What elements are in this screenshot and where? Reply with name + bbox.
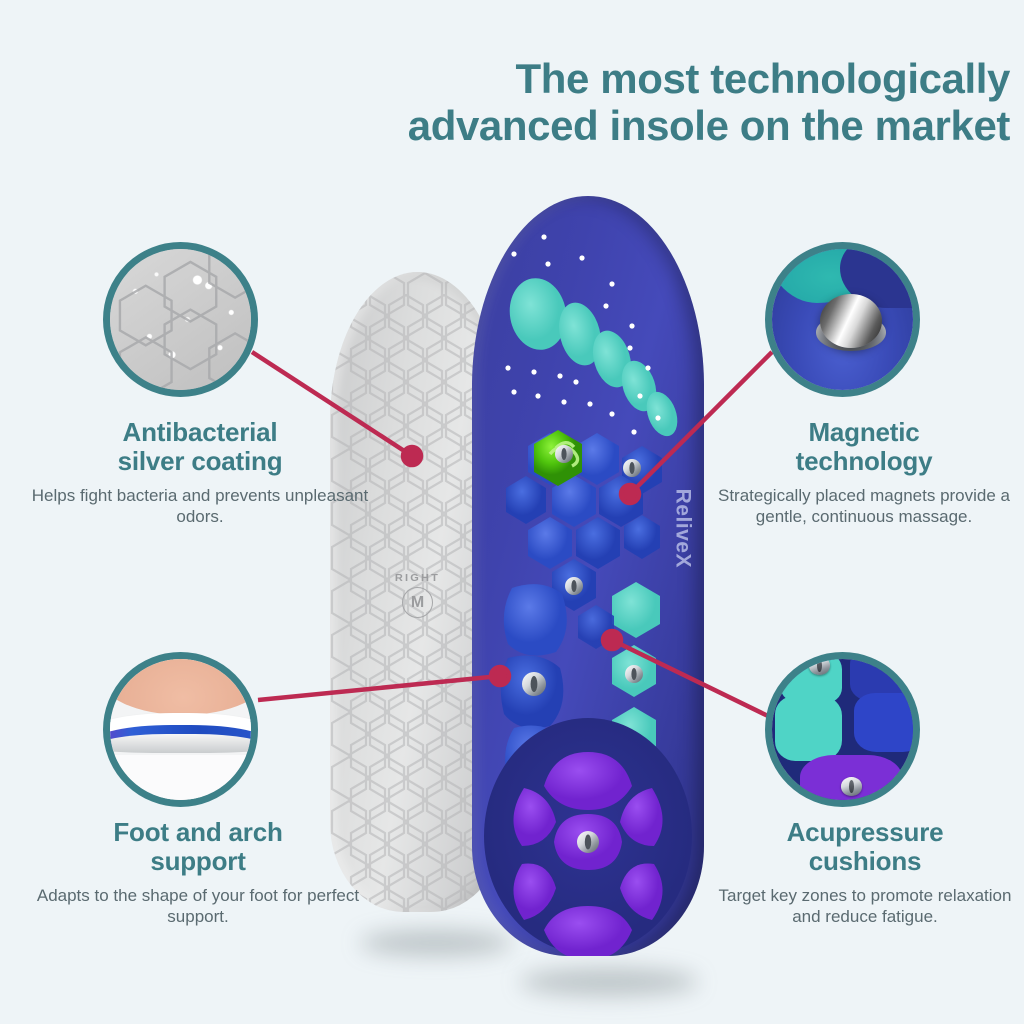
page-title-line1: The most technologically bbox=[515, 55, 1011, 102]
feature-magnetic: Magnetic technology Strategically placed… bbox=[714, 417, 1014, 528]
connector-acupressure bbox=[611, 637, 769, 719]
connector-antibacterial bbox=[250, 350, 414, 458]
feature-acupressure: Acupressure cushions Target key zones to… bbox=[710, 817, 1020, 928]
gray-insole-shadow bbox=[360, 930, 512, 956]
feature-magnetic-title: Magnetic technology bbox=[714, 417, 1014, 477]
connector-endpoint-antibacterial bbox=[400, 444, 424, 468]
page-title: The most technologically advanced insole… bbox=[300, 55, 1011, 150]
feature-magnetic-description: Strategically placed magnets provide a g… bbox=[718, 485, 1010, 527]
feature-acupressure-description: Target key zones to promote relaxation a… bbox=[718, 885, 1012, 927]
acupressure-cushion-pads-icon bbox=[772, 659, 913, 800]
magnet-stud-icon-3 bbox=[896, 664, 913, 682]
feature-acupressure-title-line1: Acupressure bbox=[786, 817, 944, 847]
page-title-line2: advanced insole on the market bbox=[407, 102, 1011, 150]
feature-antibacterial-title-line1: Antibacterial bbox=[122, 417, 278, 447]
feature-arch-description: Adapts to the shape of your foot for per… bbox=[36, 885, 360, 927]
feature-arch-title-line1: Foot and arch bbox=[113, 817, 283, 847]
feature-antibacterial-title: Antibacterial silver coating bbox=[30, 417, 370, 477]
hex-outline-icon bbox=[118, 249, 251, 390]
arch-base-surface bbox=[110, 754, 251, 800]
connector-endpoint-magnetic bbox=[618, 482, 642, 506]
insole-pads-illustration bbox=[484, 234, 692, 956]
callout-antibacterial[interactable] bbox=[103, 242, 258, 397]
foot-skin bbox=[110, 659, 251, 716]
magnet-studs bbox=[522, 445, 643, 853]
feature-antibacterial: Antibacterial silver coating Helps fight… bbox=[30, 417, 370, 528]
chrome-magnet-ball-icon bbox=[772, 249, 913, 390]
callout-acupressure[interactable] bbox=[765, 652, 920, 807]
feature-antibacterial-description: Helps fight bacteria and prevents unplea… bbox=[31, 485, 369, 527]
callout-arch-support[interactable] bbox=[103, 652, 258, 807]
connector-magnetic bbox=[628, 350, 774, 496]
feature-arch-support: Foot and arch support Adapts to the shap… bbox=[28, 817, 368, 928]
magnet-stud-icon bbox=[808, 659, 830, 675]
silver-hexagon-coating-icon bbox=[110, 249, 251, 390]
foot-arch-cross-section-icon bbox=[110, 659, 251, 800]
blue-insole-top-view: ReliveX bbox=[472, 196, 704, 956]
connector-arch bbox=[257, 673, 501, 703]
feature-magnetic-title-line2: technology bbox=[795, 446, 933, 477]
connector-endpoint-acupressure bbox=[600, 628, 624, 652]
connector-endpoint-arch bbox=[488, 664, 512, 688]
gray-insole-size-label: RIGHT M bbox=[375, 572, 461, 618]
insole-layer-gray bbox=[110, 733, 251, 754]
feature-arch-title: Foot and arch support bbox=[28, 817, 368, 877]
feature-magnetic-title-line1: Magnetic bbox=[808, 417, 920, 447]
feature-antibacterial-title-line2: silver coating bbox=[117, 446, 283, 477]
gray-insole-side-text: RIGHT bbox=[394, 572, 441, 584]
cushion-pad-teal-2 bbox=[774, 695, 843, 761]
feature-acupressure-title-line2: cushions bbox=[808, 846, 922, 877]
blue-insole-shadow bbox=[520, 968, 698, 996]
cushion-pad-blue-2 bbox=[853, 692, 913, 753]
magnet-stud-icon-2 bbox=[841, 777, 863, 796]
feature-acupressure-title: Acupressure cushions bbox=[710, 817, 1020, 877]
gray-insole-size-text: M bbox=[402, 587, 433, 618]
magnet-ball bbox=[819, 294, 882, 348]
feature-arch-title-line2: support bbox=[150, 846, 246, 877]
callout-magnetic[interactable] bbox=[765, 242, 920, 397]
